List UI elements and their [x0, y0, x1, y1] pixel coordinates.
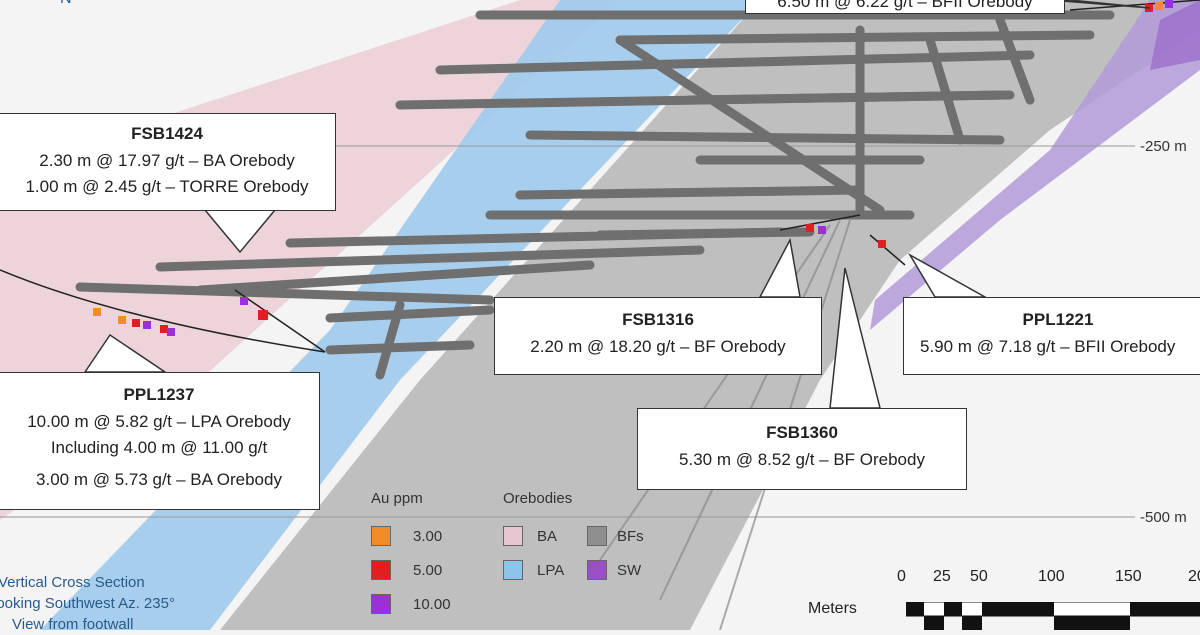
callout-ppl1221: PPL1221 5.90 m @ 7.18 g/t – BFII Orebody [903, 297, 1200, 375]
depth-label-500: -500 m [1140, 509, 1187, 526]
scale-tick-50: 50 [970, 568, 988, 585]
section-note-line-3: View from footwall [12, 616, 134, 633]
legend-ore-title: Orebodies [503, 490, 573, 507]
callout-fsb1360-line-1: 5.30 m @ 8.52 g/t – BF Orebody [679, 450, 925, 469]
scale-tick-200: 200 [1188, 568, 1200, 585]
legend-au-item-1: 3.00 [371, 526, 442, 546]
legend-au-title: Au ppm [371, 490, 423, 507]
callout-pointers [83, 0, 1151, 409]
callout-fsb1360: FSB1360 5.30 m @ 8.52 g/t – BF Orebody [637, 408, 967, 490]
legend-ore-label-sw: SW [617, 561, 642, 579]
legend-ore-item-ba: BA [503, 526, 557, 546]
scale-tick-150: 150 [1115, 568, 1142, 585]
assay-markers [93, 0, 1173, 336]
north-label: N [60, 0, 72, 8]
callout-ppl1237-line-1: 10.00 m @ 5.82 g/t – LPA Orebody [27, 412, 291, 431]
depth-label-250: -250 m [1140, 138, 1187, 155]
callout-top-line: 6.50 m @ 6.22 g/t – BFII Orebody [777, 0, 1033, 11]
legend-ore-swatch-sw [587, 560, 607, 580]
scale-bar [906, 602, 1200, 630]
callout-ppl1221-title: PPL1221 [1022, 310, 1094, 329]
scale-tick-25: 25 [933, 568, 951, 585]
legend-ore-swatch-lpa [503, 560, 523, 580]
legend-ore-swatch-ba [503, 526, 523, 546]
scale-label: Meters [808, 600, 857, 617]
legend-au-label-3: 10.00 [413, 595, 451, 613]
legend-ore-swatch-bfs [587, 526, 607, 546]
legend-au-label-1: 3.00 [413, 527, 443, 545]
callout-fsb1316: FSB1316 2.20 m @ 18.20 g/t – BF Orebody [494, 297, 822, 375]
callout-fsb1424-line-2: 1.00 m @ 2.45 g/t – TORRE Orebody [25, 177, 309, 196]
sw-orebody-zone [870, 0, 1200, 330]
callout-fsb1424-title: FSB1424 [131, 124, 203, 143]
callout-fsb1316-line-1: 2.20 m @ 18.20 g/t – BF Orebody [530, 337, 786, 356]
legend-au-label-2: 5.00 [413, 561, 443, 579]
callout-ppl1237-title: PPL1237 [123, 385, 195, 404]
legend-au-swatch-2 [371, 560, 391, 580]
callout-ppl1221-line-1: 5.90 m @ 7.18 g/t – BFII Orebody [920, 337, 1176, 356]
legend-ore-label-lpa: LPA [537, 561, 565, 579]
drillholes [0, 0, 1200, 353]
callout-ppl1237-line-2: Including 4.00 m @ 11.00 g/t [50, 438, 268, 457]
legend-ore-item-lpa: LPA [503, 560, 564, 580]
legend-ore-item-sw: SW [587, 560, 641, 580]
callout-fsb1360-title: FSB1360 [766, 423, 838, 442]
callout-ppl1237: PPL1237 10.00 m @ 5.82 g/t – LPA Orebody… [0, 372, 320, 510]
mine-development [75, 10, 1115, 380]
section-note-line-1: Vertical Cross Section [0, 574, 145, 591]
legend-au-item-2: 5.00 [371, 560, 442, 580]
scale-tick-100: 100 [1038, 568, 1065, 585]
legend-ore-item-bfs: BFs [587, 526, 644, 546]
callout-fsb1424-line-1: 2.30 m @ 17.97 g/t – BA Orebody [39, 151, 295, 170]
legend-ore-label-bfs: BFs [617, 527, 644, 545]
legend-ore-label-ba: BA [537, 527, 558, 545]
callout-ppl1237-line-3: 3.00 m @ 5.73 g/t – BA Orebody [36, 470, 282, 489]
section-note-line-2: Looking Southwest Az. 235° [0, 595, 175, 612]
callout-fsb1424: FSB1424 2.30 m @ 17.97 g/t – BA Orebody … [0, 113, 336, 211]
sw-orebody-upper [1150, 0, 1200, 70]
legend-au-swatch-3 [371, 594, 391, 614]
scale-tick-0: 0 [897, 568, 906, 585]
legend-au-item-3: 10.00 [371, 594, 451, 614]
legend-au-swatch-1 [371, 526, 391, 546]
callout-top: 6.50 m @ 6.22 g/t – BFII Orebody [745, 0, 1065, 14]
callout-fsb1316-title: FSB1316 [622, 310, 694, 329]
